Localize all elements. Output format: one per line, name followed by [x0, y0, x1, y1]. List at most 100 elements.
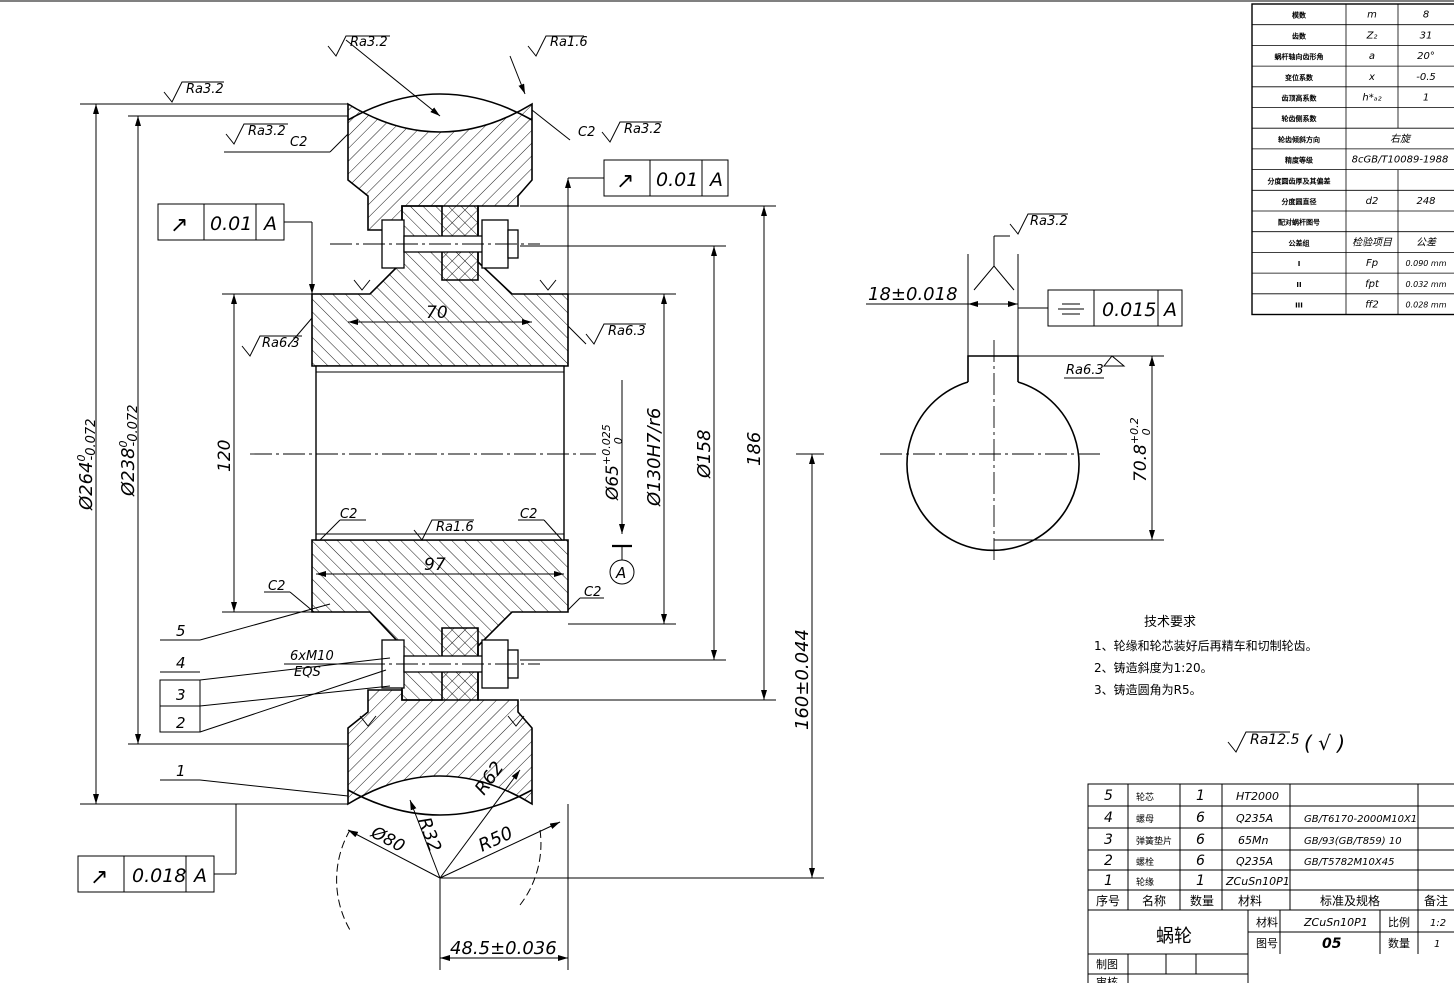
mat-label: 材料 [1256, 915, 1278, 929]
rim-tooth-arc-upper [347, 93, 533, 121]
mat-value: ZCuSn10P1 [1303, 916, 1368, 929]
rim-tooth-arc-lower [347, 789, 533, 816]
param-table-cell: 20° [1417, 51, 1435, 62]
datum-a-label: A [615, 564, 626, 582]
dim-70: 70 [426, 303, 448, 323]
bom-header-no: 序号 [1096, 893, 1120, 908]
runout-symbol: ↗ [170, 213, 188, 238]
chamfer-c2: C2 [578, 125, 595, 140]
param-table-cell: 8cGB/T10089-1988 [1352, 155, 1449, 166]
param-table-cell: 公差组 [1289, 238, 1310, 247]
runout-value: 0.01 [656, 169, 698, 191]
param-table-cell: 蜗杆轴向齿形角 [1275, 52, 1324, 61]
runout-value: 0.01 [210, 213, 252, 235]
dim-97: 97 [424, 555, 446, 575]
part-number-2: 2 [176, 714, 186, 732]
bore [315, 365, 565, 541]
tech-req-title: 技术要求 [1144, 615, 1196, 630]
bom-name: 螺母 [1136, 814, 1154, 825]
runout-datum: A [708, 169, 723, 191]
drawn-label: 制图 [1096, 958, 1118, 971]
bom-no: 3 [1104, 832, 1113, 848]
param-table-cell: ff2 [1365, 299, 1379, 310]
qty-value: 1 [1434, 939, 1440, 950]
param-table-cell: III [1295, 301, 1303, 309]
dim-d130: Ø130H7/r6 [644, 408, 665, 507]
bom-qty: 1 [1196, 788, 1205, 804]
part-number-5: 5 [176, 622, 186, 640]
bom-table [1087, 783, 1454, 983]
param-table-cell: Fp [1366, 258, 1378, 269]
bom-qty: 6 [1196, 832, 1205, 848]
param-table-cell: -0.5 [1416, 72, 1436, 83]
runout-datum: A [262, 213, 277, 235]
param-table-cell: 精度等级 [1285, 156, 1314, 165]
part-number-3: 3 [176, 686, 186, 704]
roughness-general: Ra12.5 [1250, 732, 1300, 748]
param-table-cell: 0.032 mm [1405, 280, 1446, 289]
scale-label: 比例 [1388, 915, 1410, 929]
roughness-ra32: Ra3.2 [248, 124, 286, 139]
bom-std: GB/93(GB/T859) 10 [1304, 836, 1402, 847]
bom-no: 4 [1104, 810, 1113, 826]
roughness-ra32: Ra3.2 [624, 122, 662, 137]
qty-label: 数量 [1388, 937, 1410, 950]
roughness-ra32: Ra3.2 [186, 82, 224, 97]
param-table-cell: h*ₐ₂ [1362, 92, 1381, 103]
bom-header-note: 备注 [1424, 893, 1448, 908]
param-table-cell: 1 [1423, 92, 1429, 103]
roughness-other-mark: ( √ ) [1304, 731, 1345, 755]
param-table-cell: 轮齿侧系数 [1282, 114, 1318, 123]
symmetry-datum: A [1162, 299, 1177, 321]
dim-d158: Ø158 [694, 429, 715, 479]
tech-req-item: 3、铸造圆角为R5。 [1094, 682, 1202, 697]
bom-no: 1 [1104, 873, 1113, 889]
bolt-eqs: EQS [294, 665, 321, 680]
dim-186: 186 [744, 432, 765, 466]
bom-qty: 6 [1196, 810, 1205, 826]
chamfer-c2: C2 [290, 135, 307, 150]
bom-header-qty: 数量 [1190, 893, 1214, 908]
bom-name: 轮芯 [1136, 791, 1154, 803]
param-table-cell: II [1296, 281, 1301, 289]
dim-key-width: 18±0.018 [868, 284, 958, 305]
param-table-cell: 右旋 [1390, 133, 1412, 145]
keyway-view [866, 213, 1183, 560]
roughness-ra32: Ra3.2 [1030, 214, 1068, 229]
param-table-cell: I [1298, 260, 1301, 268]
chamfer-c2: C2 [268, 579, 285, 594]
dim-r50: R50 [475, 823, 516, 857]
symmetry-value: 0.015 [1102, 299, 1156, 321]
main-section-view [77, 35, 824, 970]
param-table-cell: 检验项目 [1352, 236, 1393, 248]
dim-key-depth: 70.8+0.20 [1128, 417, 1153, 482]
part-name: 蜗轮 [1156, 926, 1192, 947]
checked-label: 审核 [1096, 975, 1118, 983]
bom-mat: HT2000 [1236, 790, 1279, 803]
bom-header-std: 标准及规格 [1320, 893, 1380, 908]
hub-upper [311, 205, 569, 367]
dim-r32: R32 [413, 815, 445, 855]
runout-value: 0.018 [132, 865, 186, 887]
bom-mat: 65Mn [1238, 834, 1268, 847]
runout-datum: A [192, 865, 207, 887]
tech-req-item: 1、轮缘和轮芯装好后再精车和切制轮齿。 [1094, 638, 1318, 653]
part-number-4: 4 [176, 654, 186, 672]
param-table-cell: 分度圆直径 [1282, 197, 1317, 206]
dim-120: 120 [215, 440, 235, 472]
param-table-cell: 分度圆齿厚及其偏差 [1268, 176, 1331, 185]
param-table-cell: fpt [1365, 279, 1380, 290]
part-number-1: 1 [176, 762, 186, 780]
chamfer-c2: C2 [584, 585, 601, 600]
general-roughness-symbol [1227, 731, 1290, 753]
param-table-cell: 248 [1416, 196, 1435, 207]
roughness-ra63: Ra6.3 [262, 336, 300, 351]
runout-symbol: ↗ [90, 865, 108, 890]
dim-48-5: 48.5±0.036 [450, 938, 557, 959]
bom-no: 5 [1104, 788, 1113, 804]
chamfer-c2: C2 [520, 507, 537, 522]
bom-header-name: 名称 [1142, 893, 1166, 908]
bolt-spec: 6xM10 [290, 649, 334, 664]
dim-d80: Ø80 [367, 822, 408, 857]
